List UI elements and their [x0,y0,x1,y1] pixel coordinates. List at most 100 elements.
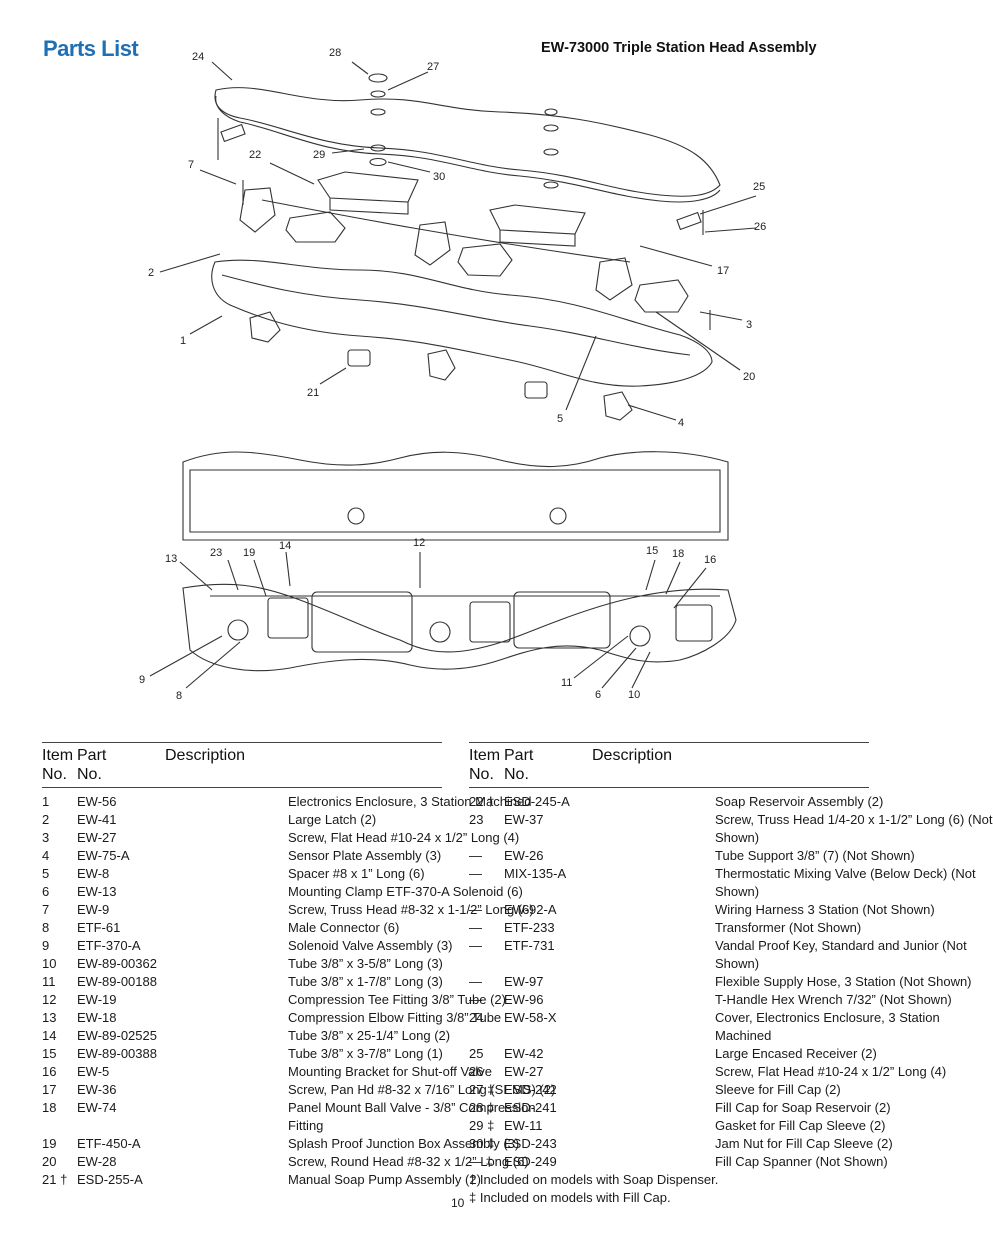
cell-item: 17 [42,1082,57,1097]
callout-labels-top: 24 28 27 7 22 29 30 25 26 17 2 3 1 20 21… [148,47,766,429]
footnote-double-dagger: ‡ Included on models with Fill Cap. [469,1190,671,1205]
cell-item: 1 [42,794,50,809]
cell-item: 15 [42,1046,57,1061]
cell-desc: Tube 3/8” x 3-5/8” Long (3) [288,956,443,971]
cell-item: — [469,920,482,935]
svg-text:10: 10 [628,689,640,701]
cell-part: ESD-249 [504,1154,557,1169]
cell-item: 20 [42,1154,57,1169]
svg-text:30: 30 [433,171,445,183]
cell-part: ESD-241 [504,1100,557,1115]
cell-desc: Screw, Flat Head #10-24 x 1/2” Long (4) [715,1064,947,1079]
svg-text:20: 20 [743,371,755,383]
svg-text:1: 1 [180,335,186,347]
svg-text:16: 16 [704,554,716,566]
cell-item: 21 † [42,1172,68,1187]
cell-item: 3 [42,830,50,845]
cell-part: ETF-370-A [77,938,141,953]
svg-text:3: 3 [746,319,752,331]
assembly-title: EW-73000 Triple Station Head Assembly [541,40,817,56]
cell-desc: Large Encased Receiver (2) [715,1046,877,1061]
svg-text:29: 29 [313,149,325,161]
svg-text:18: 18 [672,548,684,560]
cell-item: 6 [42,884,50,899]
cell-part: EW-9 [77,902,110,917]
cell-part: EW-27 [77,830,117,845]
cell-desc: Manual Soap Pump Assembly (2) [288,1172,481,1187]
cell-desc: Flexible Supply Hose, 3 Station (Not Sho… [715,974,972,989]
header-description: Description [592,747,673,764]
cell-part: EW-18 [77,1010,117,1025]
cell-desc: Vandal Proof Key, Standard and Junior (N… [715,938,967,971]
cell-desc: Screw, Truss Head 1/4-20 x 1-1/2” Long (… [715,812,993,845]
svg-text:22: 22 [249,149,261,161]
svg-text:5: 5 [557,413,563,425]
table-row: 21 † ESD-255-A Manual Soap Pump Assembly (… [42,1171,481,1189]
cell-item: 10 [42,956,57,971]
cell-item: 2 [42,812,50,827]
header-part: Part No. [77,747,107,783]
svg-text:19: 19 [243,547,255,559]
header-item: Item No. [42,747,74,783]
cell-part: ESD-242 [504,1082,557,1097]
cell-item: 5 [42,866,50,881]
svg-text:21: 21 [307,387,319,399]
svg-text:8: 8 [176,690,182,702]
header-item: Item No. [469,747,501,783]
cell-desc: Screw, Round Head #8-32 x 1/2” Long (6) [288,1154,529,1169]
cell-part: EW-5 [77,1064,110,1079]
cell-desc: Fill Cap Spanner (Not Shown) [715,1154,888,1169]
cell-desc: Sensor Plate Assembly (3) [288,848,442,863]
cell-part: EW-13 [77,884,117,899]
cell-part: ESD-255-A [77,1172,143,1187]
exploded-diagram: 24 28 27 7 22 29 30 25 26 17 2 3 1 20 21… [139,47,766,702]
svg-text:9: 9 [139,674,145,686]
svg-text:13: 13 [165,553,177,565]
cell-part: ETF-450-A [77,1136,141,1151]
cell-desc: Fill Cap for Soap Reservoir (2) [715,1100,891,1115]
cell-part: EW-36 [77,1082,117,1097]
svg-text:12: 12 [413,537,425,549]
cell-item: 4 [42,848,50,863]
cell-desc: Spacer #8 x 1” Long (6) [288,866,425,881]
cell-desc: Splash Proof Junction Box Assembly (3) [288,1136,520,1151]
cell-item: 8 [42,920,50,935]
cell-item: 7 [42,902,50,917]
svg-text:27: 27 [427,61,439,73]
cell-part: ESD-245-A [504,794,570,809]
cell-desc: Compression Tee Fitting 3/8” Tube (2) [288,992,506,1007]
svg-text:28: 28 [329,47,341,59]
cell-part: ESD-243 [504,1136,557,1151]
cell-part: EW-89-00188 [77,974,157,989]
cell-item: 9 [42,938,50,953]
cell-item: 18 [42,1100,57,1115]
cell-item: — [469,992,482,1007]
cell-item: — [469,974,482,989]
svg-text:17: 17 [717,265,729,277]
callout-labels-bottom: 13 23 19 14 12 15 18 16 9 8 11 6 10 [139,537,716,702]
